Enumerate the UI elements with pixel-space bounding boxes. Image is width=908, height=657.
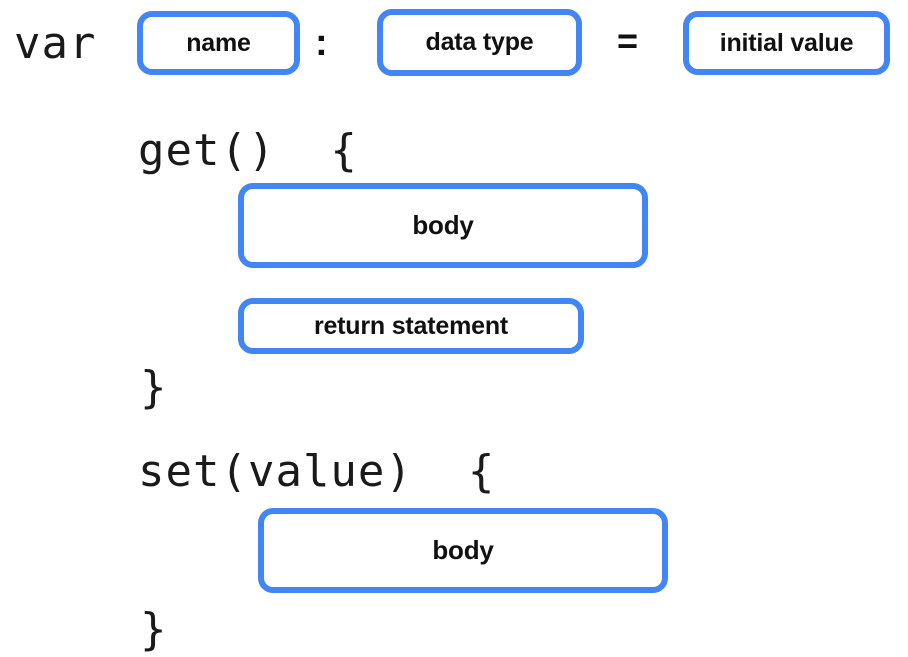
- slot-return-statement-label: return statement: [313, 311, 509, 340]
- slot-initial-value[interactable]: initial value: [683, 11, 890, 75]
- slot-data-type-label: data type: [425, 28, 534, 56]
- slot-getter-body[interactable]: body: [238, 183, 648, 268]
- getter-header: get() {: [138, 125, 358, 176]
- slot-name[interactable]: name: [137, 11, 300, 75]
- equals-operator: =: [617, 20, 639, 61]
- setter-closing-brace: }: [140, 604, 168, 655]
- slot-initial-value-label: initial value: [719, 28, 854, 57]
- slot-name-label: name: [186, 28, 251, 57]
- getter-closing-brace: }: [140, 362, 168, 413]
- slot-setter-body[interactable]: body: [258, 508, 668, 593]
- slot-return-statement[interactable]: return statement: [238, 298, 584, 354]
- setter-header: set(value) {: [138, 446, 496, 497]
- colon-operator: :: [315, 22, 328, 64]
- slot-data-type[interactable]: data type: [377, 9, 582, 76]
- slot-getter-body-label: body: [412, 210, 474, 240]
- keyword-var: var: [14, 18, 97, 69]
- slot-setter-body-label: body: [432, 535, 494, 565]
